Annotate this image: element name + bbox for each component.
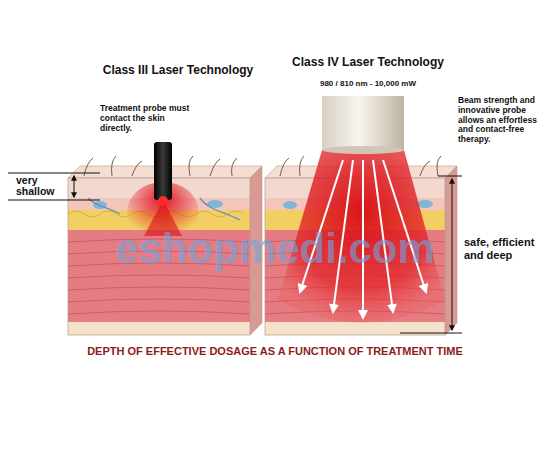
probe-heading: Class III Laser Technology: [88, 64, 268, 78]
caption-text: DEPTH OF EFFECTIVE DOSAGE AS A FUNCTION …: [0, 345, 550, 358]
bracket-tick: [438, 176, 462, 177]
beam-arrow: [383, 160, 426, 292]
bracket-tick: [8, 200, 100, 201]
bracket-tick: [8, 173, 100, 174]
skin-block-right: [265, 96, 457, 335]
spec-text: 980 / 810 nm - 10,000 mW: [283, 79, 453, 88]
depth-bracket-left: [8, 173, 100, 200]
watermark: eshopmedi.com: [95, 228, 455, 270]
laser-probe: [322, 96, 404, 150]
contact-probe: [154, 142, 172, 200]
bracket-arrow: [452, 179, 453, 330]
bracket-arrow: [74, 176, 75, 197]
note-text: Beam strength and innovative probe allow…: [458, 96, 546, 145]
probe-rim: [322, 146, 404, 154]
skin-side: [445, 166, 457, 335]
bracket-tick: [400, 333, 462, 334]
probe-heading: Class IV Laser Technology: [283, 56, 453, 70]
depth-label: very shallow: [16, 175, 68, 196]
probe-tip: [158, 196, 168, 206]
gland: [283, 201, 297, 209]
beam-arrow: [300, 160, 343, 292]
note-text: Treatment probe must contact the skin di…: [100, 104, 196, 133]
depth-label: safe, efficient and deep: [464, 236, 544, 261]
base-layer: [68, 322, 250, 335]
